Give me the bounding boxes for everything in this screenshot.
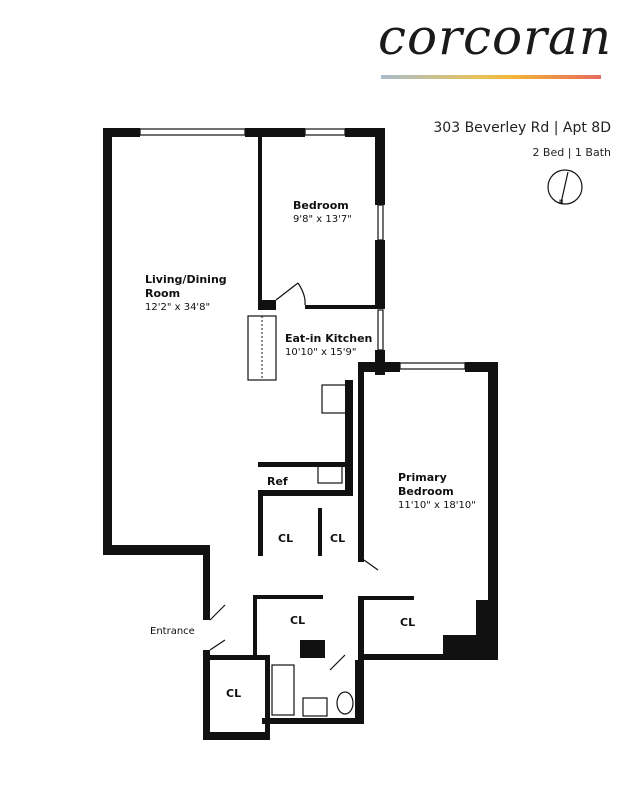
primary-bedroom-label-line2: Bedroom (398, 485, 454, 498)
living-room-label-line2: Room (145, 287, 180, 300)
sink-icon (317, 462, 343, 484)
windows (139, 128, 466, 370)
closet-label: CL (278, 532, 293, 545)
kitchen-label: Eat-in Kitchen (285, 332, 372, 345)
compass-north-icon: N (547, 169, 583, 206)
logo-gradient-bar (381, 75, 601, 79)
living-room-label: Living/Dining (145, 273, 227, 286)
living-room-dims: 12'2" x 34'8" (145, 302, 210, 313)
closet-label: CL (400, 616, 415, 629)
closet-label: CL (290, 614, 305, 627)
walls (103, 128, 498, 740)
toilet-icon (336, 691, 354, 715)
listing-address: 303 Beverley Rd | Apt 8D (433, 120, 611, 136)
primary-bedroom-dims: 11'10" x 18'10" (398, 500, 476, 511)
fixtures (209, 282, 379, 717)
bath-sink-icon (302, 697, 328, 717)
bedroom-label: Bedroom (293, 199, 349, 212)
refrigerator-label: Ref (267, 475, 288, 488)
bedroom-dims: 9'8" x 13'7" (293, 214, 352, 225)
closet-label: CL (226, 687, 241, 700)
listing-summary: 2 Bed | 1 Bath (532, 146, 611, 159)
corcoran-logo: corcoran (378, 8, 613, 66)
svg-text:N: N (559, 199, 564, 206)
room-labels: Living/Dining Room 12'2" x 34'8" Bedroom… (145, 199, 476, 700)
entrance-label: Entrance (150, 626, 195, 637)
bathtub-icon (271, 664, 295, 716)
primary-bedroom-label: Primary (398, 471, 447, 484)
kitchen-dims: 10'10" x 15'9" (285, 347, 357, 358)
closet-label: CL (330, 532, 345, 545)
stove-icon (321, 384, 349, 414)
